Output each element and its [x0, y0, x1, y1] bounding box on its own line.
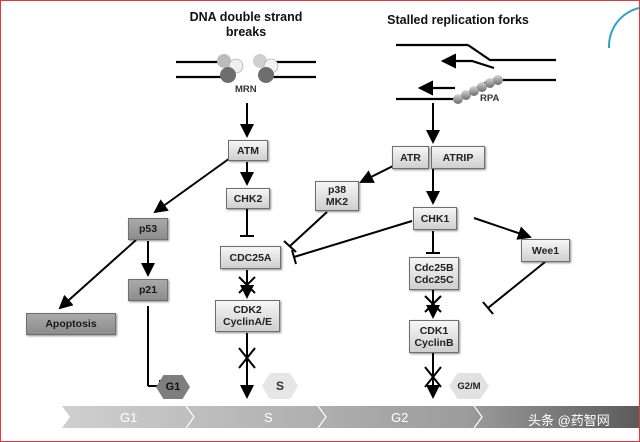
node-wee1: Wee1	[521, 239, 570, 262]
node-p38-mk2: p38 MK2	[315, 181, 359, 211]
node-atrip: ATRIP	[431, 146, 485, 169]
activation-arrows	[58, 103, 532, 310]
mrn-complex	[217, 54, 279, 83]
node-cdk2-cyclinae: CDK2 CyclinA/E	[215, 300, 280, 332]
node-atm: ATM	[228, 140, 268, 161]
checkpoint-g1: G1	[156, 375, 190, 399]
node-cdc25a: CDC25A	[220, 246, 281, 269]
inhibition-lines	[147, 208, 546, 392]
rpa-beads	[453, 75, 503, 104]
node-chk2: CHK2	[226, 188, 270, 209]
phase-label-g1: G1	[120, 410, 138, 425]
rpa-label: RPA	[480, 93, 500, 104]
phase-label-s: S	[264, 410, 273, 425]
dsb-title: DNA double strand breaks	[189, 10, 303, 39]
checkpoint-s: S	[262, 373, 298, 399]
dsb-dna-strands	[176, 60, 316, 79]
node-chk1: CHK1	[413, 207, 457, 230]
mrn-label: MRN	[235, 84, 257, 95]
phase-label-g2: G2	[391, 410, 409, 425]
stalled-forks-title: Stalled replication forks	[387, 13, 529, 27]
cell-cycle-timeline	[62, 405, 640, 429]
checkpoint-g2m: G2/M	[449, 373, 489, 399]
node-cdk1-cyclinb: CDK1 CyclinB	[409, 320, 459, 353]
node-p21: p21	[128, 279, 168, 301]
node-atr: ATR	[392, 146, 429, 169]
node-cdc25b-cdc25c: Cdc25B Cdc25C	[409, 257, 459, 290]
node-apoptosis: Apoptosis	[26, 313, 116, 335]
blocked-transitions	[238, 270, 442, 399]
watermark: 头条 @药智网	[528, 413, 610, 428]
node-p53: p53	[128, 218, 168, 240]
